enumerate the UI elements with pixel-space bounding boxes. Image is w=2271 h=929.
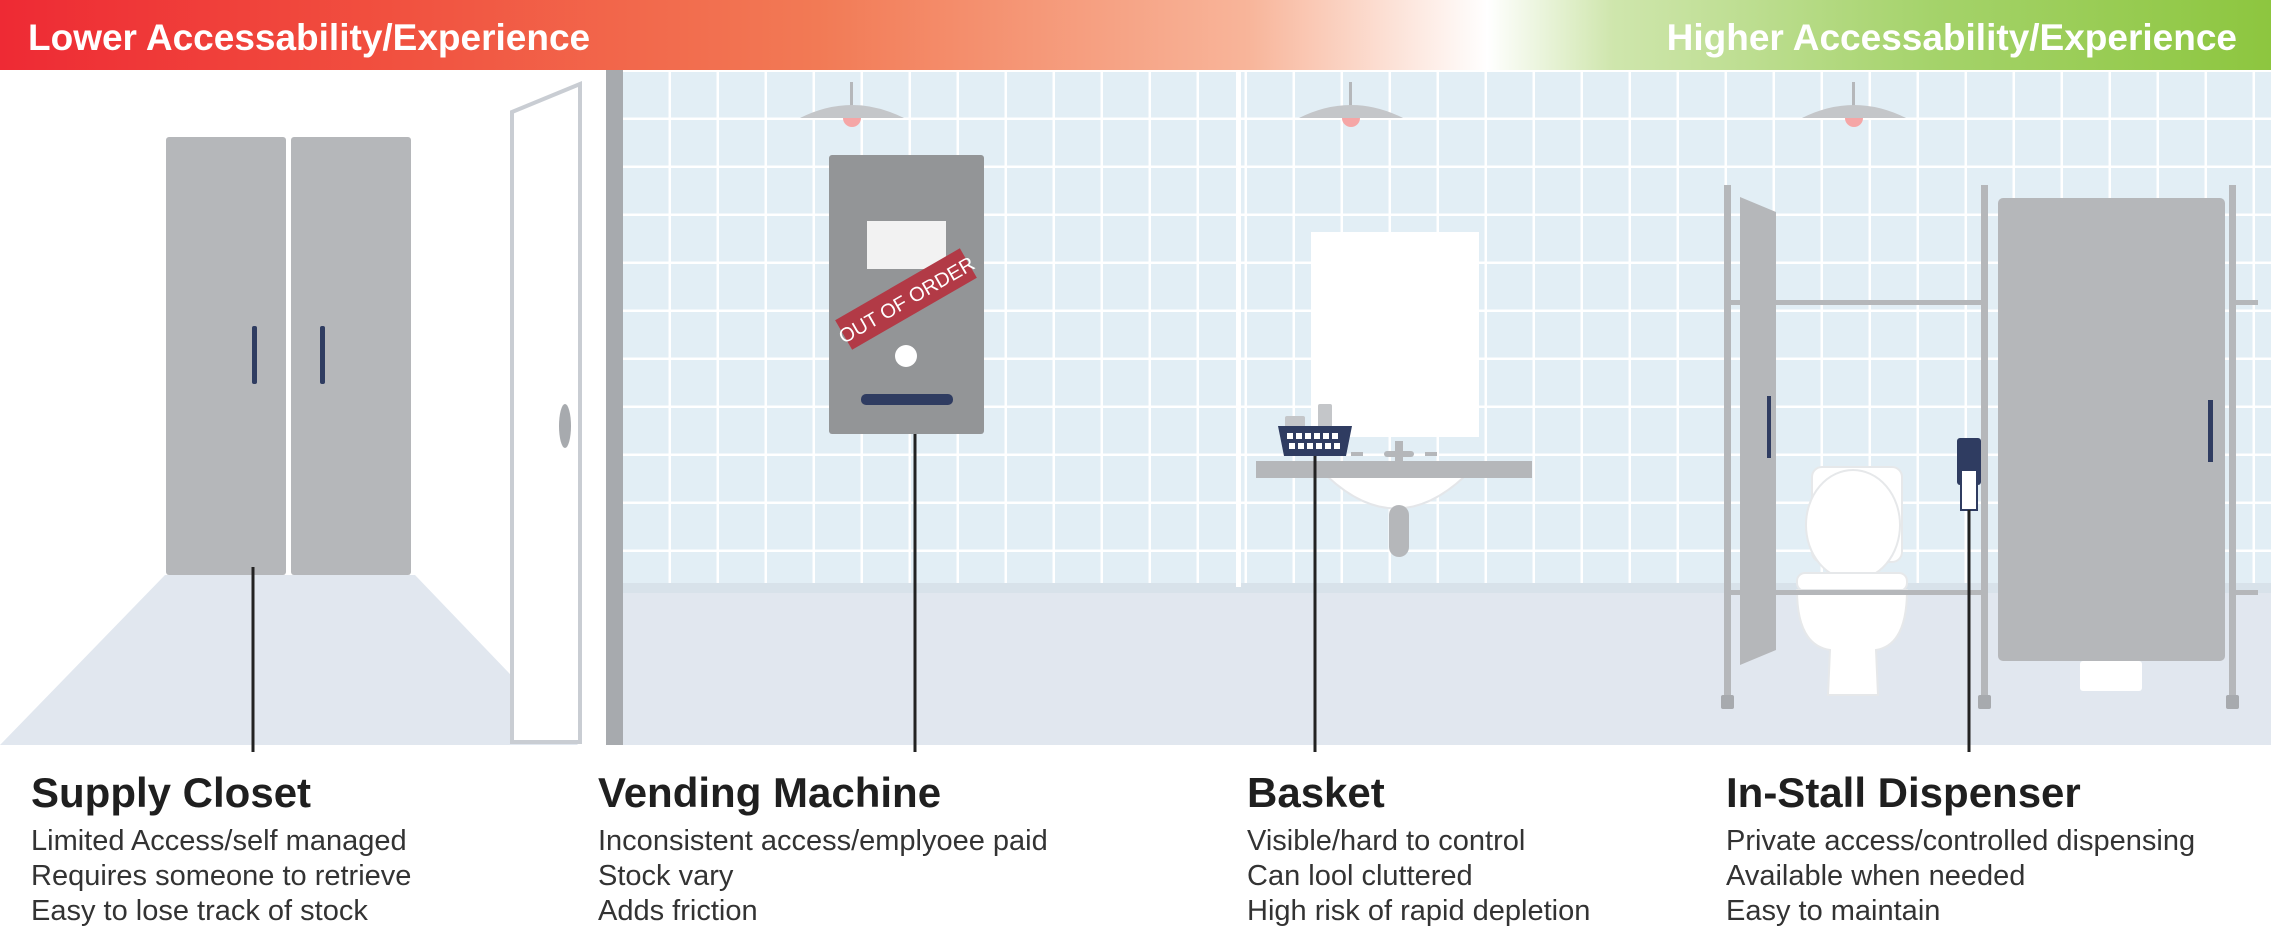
wall-pillar bbox=[606, 70, 623, 745]
banner-right-label: Higher Accessability/Experience bbox=[1666, 17, 2237, 58]
option-detail: Easy to maintain bbox=[1726, 895, 1941, 927]
toilet bbox=[1795, 466, 1909, 696]
stall-post-left-foot bbox=[1721, 695, 1734, 709]
stall-rail-bottom bbox=[1731, 590, 1981, 595]
closet-floor bbox=[0, 575, 578, 745]
option-title: Supply Closet bbox=[31, 769, 312, 816]
option-detail: Requires someone to retrieve bbox=[31, 860, 412, 892]
banner-left-label: Lower Accessability/Experience bbox=[28, 17, 591, 58]
stall-door-closed bbox=[1998, 198, 2225, 661]
option-detail: Inconsistent access/emplyoee paid bbox=[598, 825, 1048, 857]
closet-door-right bbox=[291, 137, 411, 575]
option-detail: High risk of rapid depletion bbox=[1247, 895, 1591, 927]
option-detail: Can lool cluttered bbox=[1247, 860, 1473, 892]
vending-dispense-tray bbox=[861, 394, 953, 405]
stall-post-far-right bbox=[2229, 185, 2236, 705]
option-detail: Limited Access/self managed bbox=[31, 825, 407, 857]
stall-rail-top bbox=[1731, 300, 1981, 305]
stall-post-far-right-foot bbox=[2226, 695, 2239, 709]
option-basket: Basket Visible/hard to control Can lool … bbox=[1247, 768, 1590, 929]
option-title: Vending Machine bbox=[598, 769, 942, 816]
supply-basket bbox=[1278, 404, 1352, 456]
stall-base bbox=[2080, 661, 2142, 691]
wall-panel-divider bbox=[1236, 72, 1241, 587]
mirror bbox=[1311, 232, 1479, 437]
sink-faucet bbox=[1351, 441, 1437, 461]
stall-rail-far-bottom bbox=[2236, 590, 2258, 595]
stall-post-right-foot bbox=[1978, 695, 1991, 709]
vending-coin-slot bbox=[895, 345, 917, 367]
stall-rail-far bbox=[2236, 300, 2258, 305]
option-detail: Stock vary bbox=[598, 860, 734, 892]
accessibility-gradient-banner bbox=[0, 0, 2271, 70]
stall-door-open bbox=[1740, 197, 1776, 665]
option-detail: Adds friction bbox=[598, 895, 758, 927]
sink-drain-pipe bbox=[1389, 505, 1409, 557]
stall-post-right bbox=[1981, 185, 1988, 705]
stall-door-open-handle bbox=[1767, 396, 1771, 458]
stall-door-closed-handle bbox=[2208, 400, 2213, 462]
option-in-stall-dispenser: In-Stall Dispenser Private access/contro… bbox=[1726, 768, 2195, 929]
sink-counter bbox=[1256, 461, 1532, 478]
open-door-knob bbox=[559, 404, 571, 448]
in-stall-dispenser bbox=[1957, 438, 1981, 511]
option-detail: Visible/hard to control bbox=[1247, 825, 1526, 857]
option-vending-machine: Vending Machine Inconsistent access/empl… bbox=[598, 768, 1048, 929]
option-detail: Private access/controlled dispensing bbox=[1726, 825, 2196, 857]
option-title: In-Stall Dispenser bbox=[1726, 769, 2081, 816]
restroom-floor bbox=[623, 593, 2271, 745]
option-title: Basket bbox=[1247, 769, 1385, 816]
open-door bbox=[510, 81, 582, 744]
option-supply-closet: Supply Closet Limited Access/self manage… bbox=[31, 768, 411, 929]
option-detail: Available when needed bbox=[1726, 860, 2026, 892]
closet-handle-left bbox=[252, 326, 257, 384]
out-of-order-sign bbox=[835, 248, 977, 350]
ceiling-lamp-1 bbox=[800, 82, 904, 127]
wall-trim bbox=[623, 583, 2271, 593]
ceiling-lamp-3 bbox=[1802, 82, 1906, 127]
closet-handle-right bbox=[320, 326, 325, 384]
ceiling-lamp-2 bbox=[1299, 82, 1403, 127]
option-detail: Easy to lose track of stock bbox=[31, 895, 368, 927]
vending-screen bbox=[867, 221, 946, 269]
closet-door-left bbox=[166, 137, 286, 575]
stall-post-left bbox=[1724, 185, 1731, 705]
